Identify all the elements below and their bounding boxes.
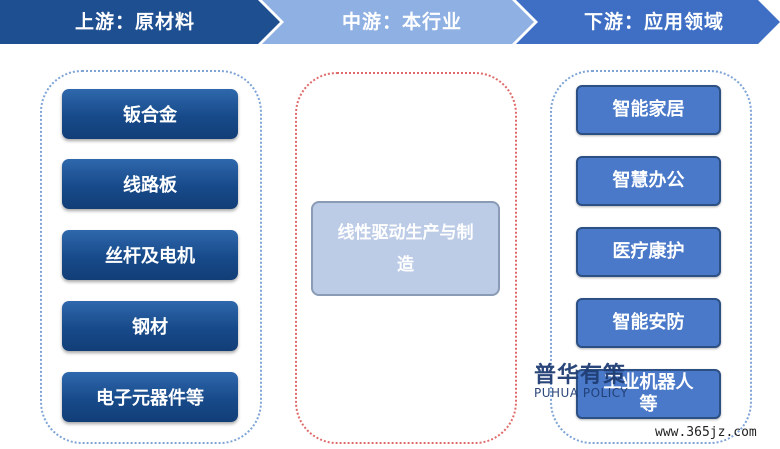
stage-arrows bbox=[0, 0, 780, 44]
site-url: www.365jz.com bbox=[655, 425, 757, 440]
watermark-en: PUHUA POLICY bbox=[534, 386, 629, 400]
upstream-chevron bbox=[0, 0, 280, 44]
downstream-item: 工业机器人等 bbox=[576, 369, 721, 419]
downstream-item: 智能家居 bbox=[576, 85, 721, 135]
upstream-item: 电子元器件等 bbox=[62, 372, 238, 422]
midstream-chevron bbox=[262, 0, 534, 44]
downstream-item: 智能安防 bbox=[576, 298, 721, 348]
midstream-item: 线性驱动生产与制造 bbox=[311, 201, 500, 296]
upstream-item: 钢材 bbox=[62, 301, 238, 351]
downstream-chevron bbox=[516, 0, 780, 44]
upstream-item: 钣合金 bbox=[62, 89, 238, 139]
downstream-title: 下游：应用领域 bbox=[583, 11, 724, 33]
downstream-item: 智慧办公 bbox=[576, 156, 721, 206]
upstream-item: 丝杆及电机 bbox=[62, 230, 238, 280]
downstream-item: 医疗康护 bbox=[576, 227, 721, 277]
upstream-item: 线路板 bbox=[62, 159, 238, 209]
watermark-cn: 普华有策 bbox=[534, 363, 627, 388]
upstream-title: 上游：原材料 bbox=[74, 11, 195, 33]
midstream-title: 中游：本行业 bbox=[341, 11, 462, 33]
